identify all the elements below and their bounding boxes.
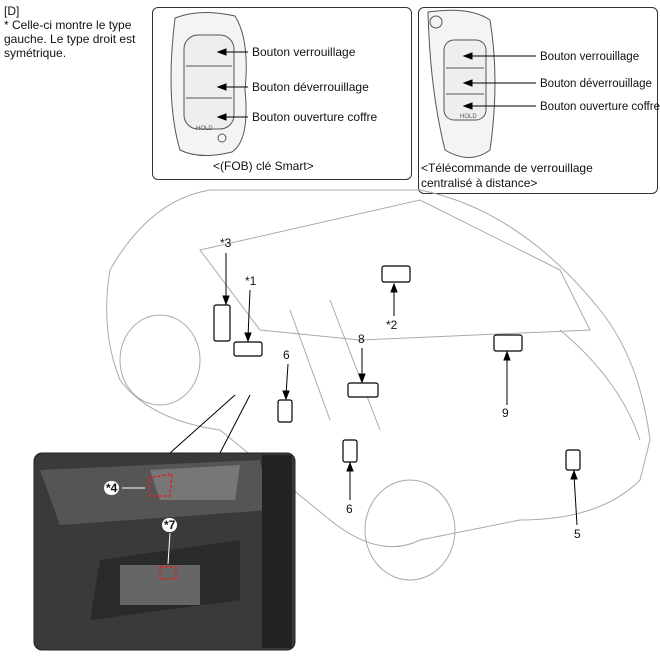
remote-caption-line1: <Télécommande de verrouillage <box>421 161 593 175</box>
remote-unlock-button-label: Bouton déverrouillage <box>540 78 652 90</box>
smart-lock-button-label: Bouton verrouillage <box>252 45 356 59</box>
smart-trunk-button-label: Bouton ouverture coffre <box>252 110 378 124</box>
smart-key-icon <box>170 12 247 156</box>
remote-key-icon <box>427 9 496 158</box>
remote-hold-text: HOLD <box>460 114 477 120</box>
remote-lock-button-label: Bouton verrouillage <box>540 51 640 63</box>
callout-4: *4 <box>104 481 120 495</box>
callout-6b: 6 <box>346 502 353 516</box>
note-text: * Celle-ci montre le type gauche. Le typ… <box>4 18 136 60</box>
door-photo-inset <box>33 452 296 651</box>
callout-5: 5 <box>574 527 581 541</box>
smart-unlock-button-label: Bouton déverrouillage <box>252 80 369 94</box>
callout-8: 8 <box>358 332 365 346</box>
smart-hold-text: HOLD <box>196 126 213 132</box>
remote-caption-line2: centralisé à distance> <box>421 176 538 190</box>
callout-6a: 6 <box>283 348 290 362</box>
vehicle-outline <box>106 189 651 581</box>
smart-key-caption: <(FOB) clé Smart> <box>213 159 314 173</box>
section-label: [D] <box>4 4 20 18</box>
module-icons <box>213 265 581 471</box>
callout-7: *7 <box>162 518 178 532</box>
callout-1: *1 <box>245 274 257 288</box>
callout-3: *3 <box>220 236 232 250</box>
callout-9: 9 <box>502 406 509 420</box>
smart-key-panel <box>152 7 412 180</box>
remote-panel <box>418 7 658 194</box>
callout-2: *2 <box>386 318 398 332</box>
remote-trunk-button-label: Bouton ouverture coffre <box>540 101 660 113</box>
